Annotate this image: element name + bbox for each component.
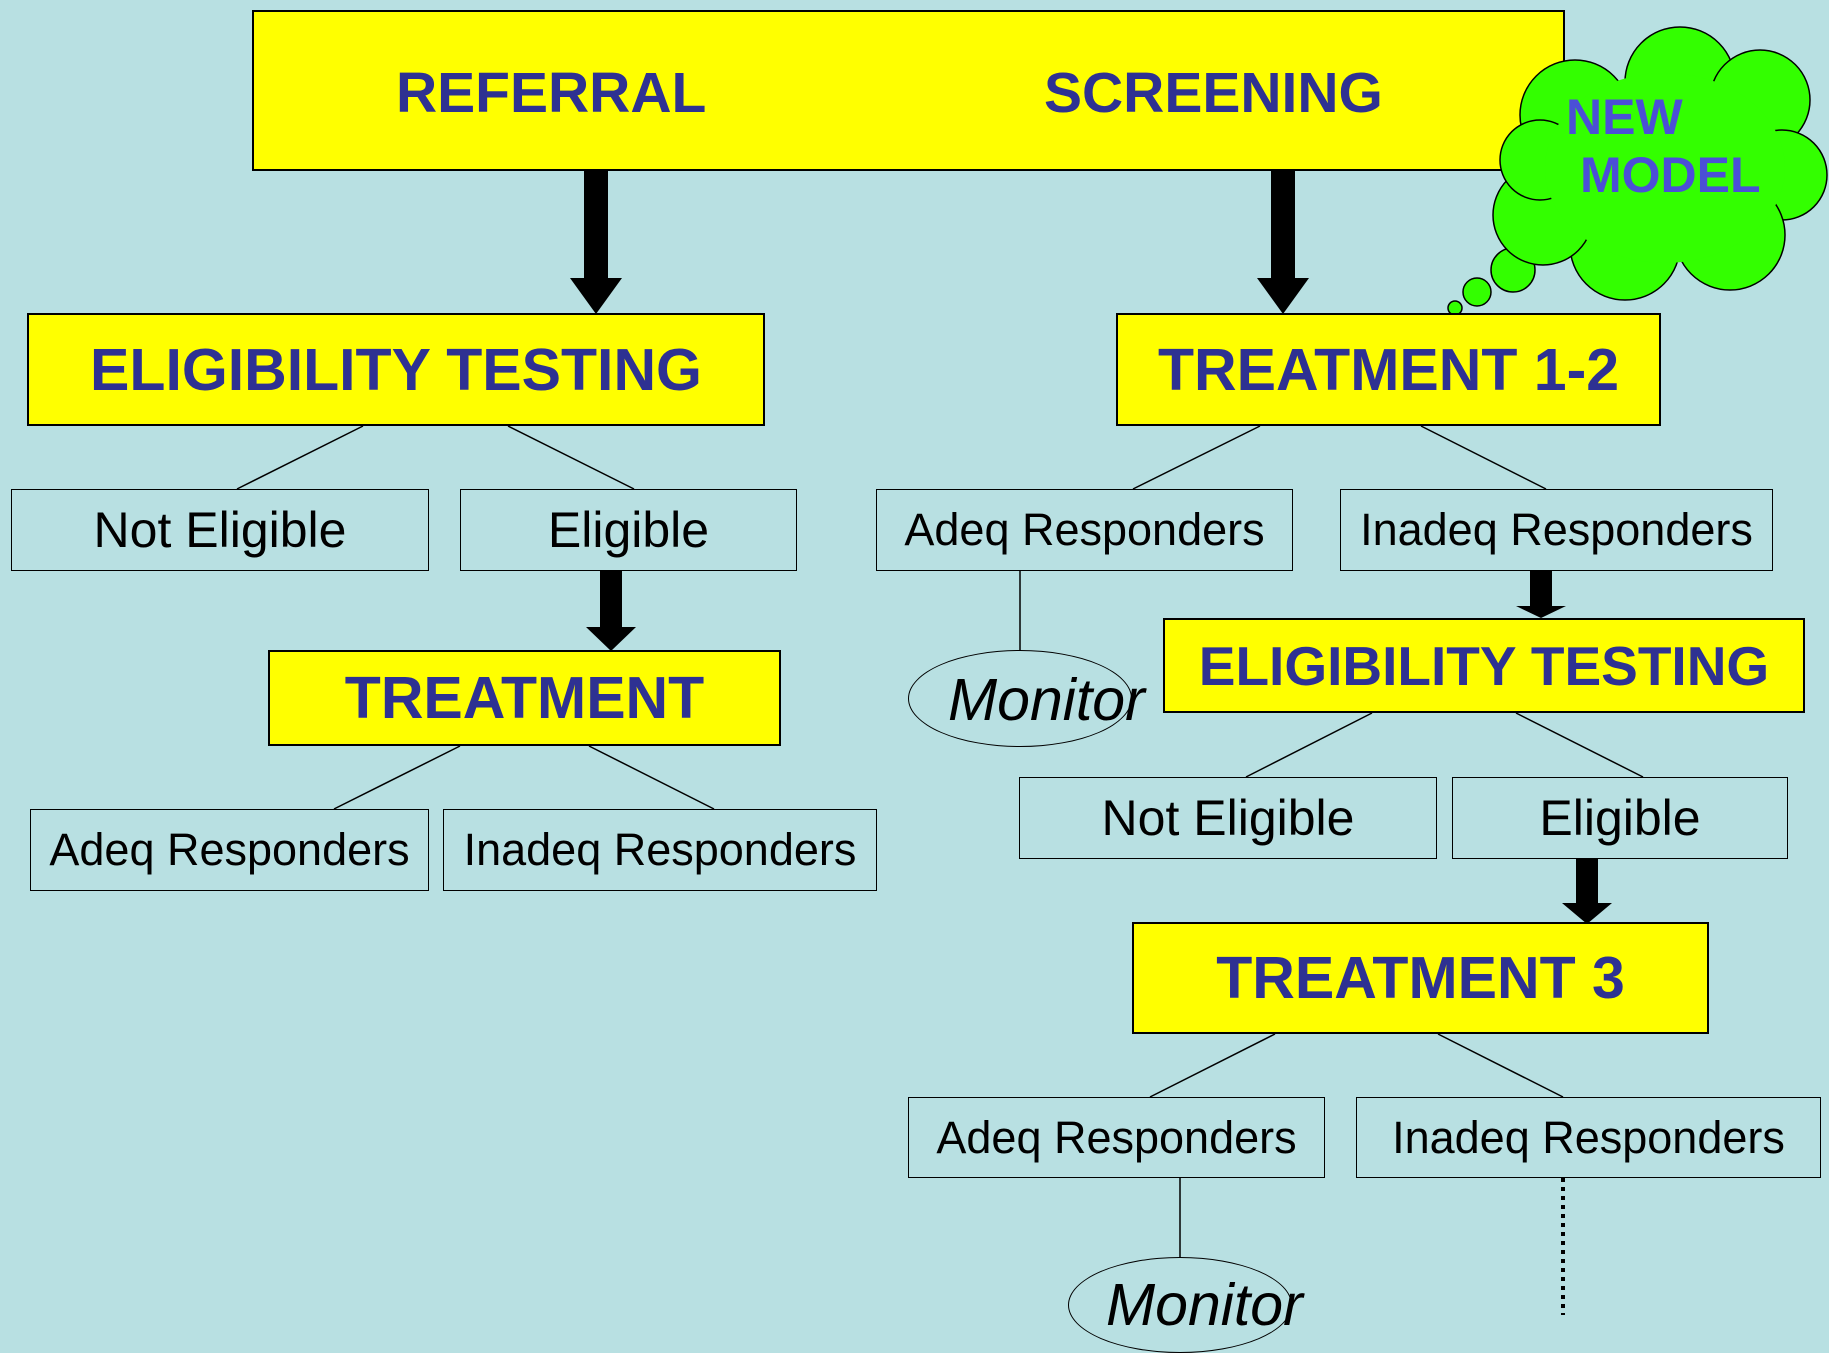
treatment-box-left: TREATMENT bbox=[268, 650, 781, 746]
eligible-box-left: Eligible bbox=[460, 489, 797, 571]
new-model-line-1: NEW bbox=[1566, 89, 1683, 145]
treatment-1-2-box: TREATMENT 1-2 bbox=[1116, 313, 1661, 426]
referral-label: REFERRAL bbox=[396, 61, 707, 125]
arrow-referral bbox=[570, 171, 622, 314]
arrow-eligible-left bbox=[586, 571, 636, 651]
adeq-responders-box-2: Adeq Responders bbox=[908, 1097, 1325, 1178]
adeq-responders-box-left: Adeq Responders bbox=[30, 809, 429, 891]
monitor-label-1: Monitor bbox=[948, 667, 1145, 733]
inadeq-responders-box-1: Inadeq Responders bbox=[1340, 489, 1773, 571]
inadeq-responders-box-2: Inadeq Responders bbox=[1356, 1097, 1821, 1178]
monitor-label-2: Monitor bbox=[1106, 1272, 1303, 1338]
eligibility-testing-box-left: ELIGIBILITY TESTING bbox=[27, 313, 765, 426]
arrow-screening bbox=[1257, 171, 1309, 314]
arrow-eligible-right bbox=[1562, 859, 1612, 924]
new-model-cloud bbox=[1447, 26, 1828, 316]
not-eligible-box-right: Not Eligible bbox=[1019, 777, 1437, 859]
referral-screening-box: REFERRAL SCREENING bbox=[252, 10, 1565, 171]
new-model-label: NEW MODEL bbox=[1566, 88, 1761, 204]
inadeq-responders-box-left: Inadeq Responders bbox=[443, 809, 877, 891]
screening-label: SCREENING bbox=[1044, 61, 1383, 125]
connector-lines bbox=[236, 425, 1644, 1257]
treatment-3-box: TREATMENT 3 bbox=[1132, 922, 1709, 1034]
eligibility-testing-box-right: ELIGIBILITY TESTING bbox=[1163, 618, 1805, 713]
monitor-oval-1 bbox=[908, 650, 1132, 747]
eligible-box-right: Eligible bbox=[1452, 777, 1788, 859]
arrow-inadeq-1 bbox=[1516, 571, 1566, 618]
new-model-line-2: MODEL bbox=[1580, 147, 1761, 203]
adeq-responders-box-1: Adeq Responders bbox=[876, 489, 1293, 571]
not-eligible-box-left: Not Eligible bbox=[11, 489, 429, 571]
